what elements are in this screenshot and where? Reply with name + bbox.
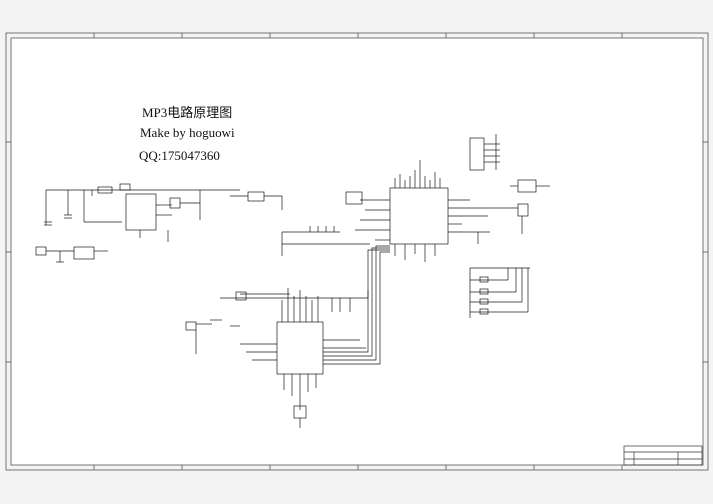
decoder-ic-section [345, 134, 550, 262]
schematic-title: MP3电路原理图 [142, 105, 233, 120]
data-bus [323, 245, 390, 365]
button-array-section [469, 267, 530, 318]
author-note: Make by hoguowi [140, 125, 235, 140]
contact-note: QQ:175047360 [139, 148, 220, 163]
sheet-frame [5, 32, 709, 471]
flash-ic-section [185, 226, 370, 428]
power-supply-section [35, 183, 283, 263]
title-block [623, 445, 703, 466]
